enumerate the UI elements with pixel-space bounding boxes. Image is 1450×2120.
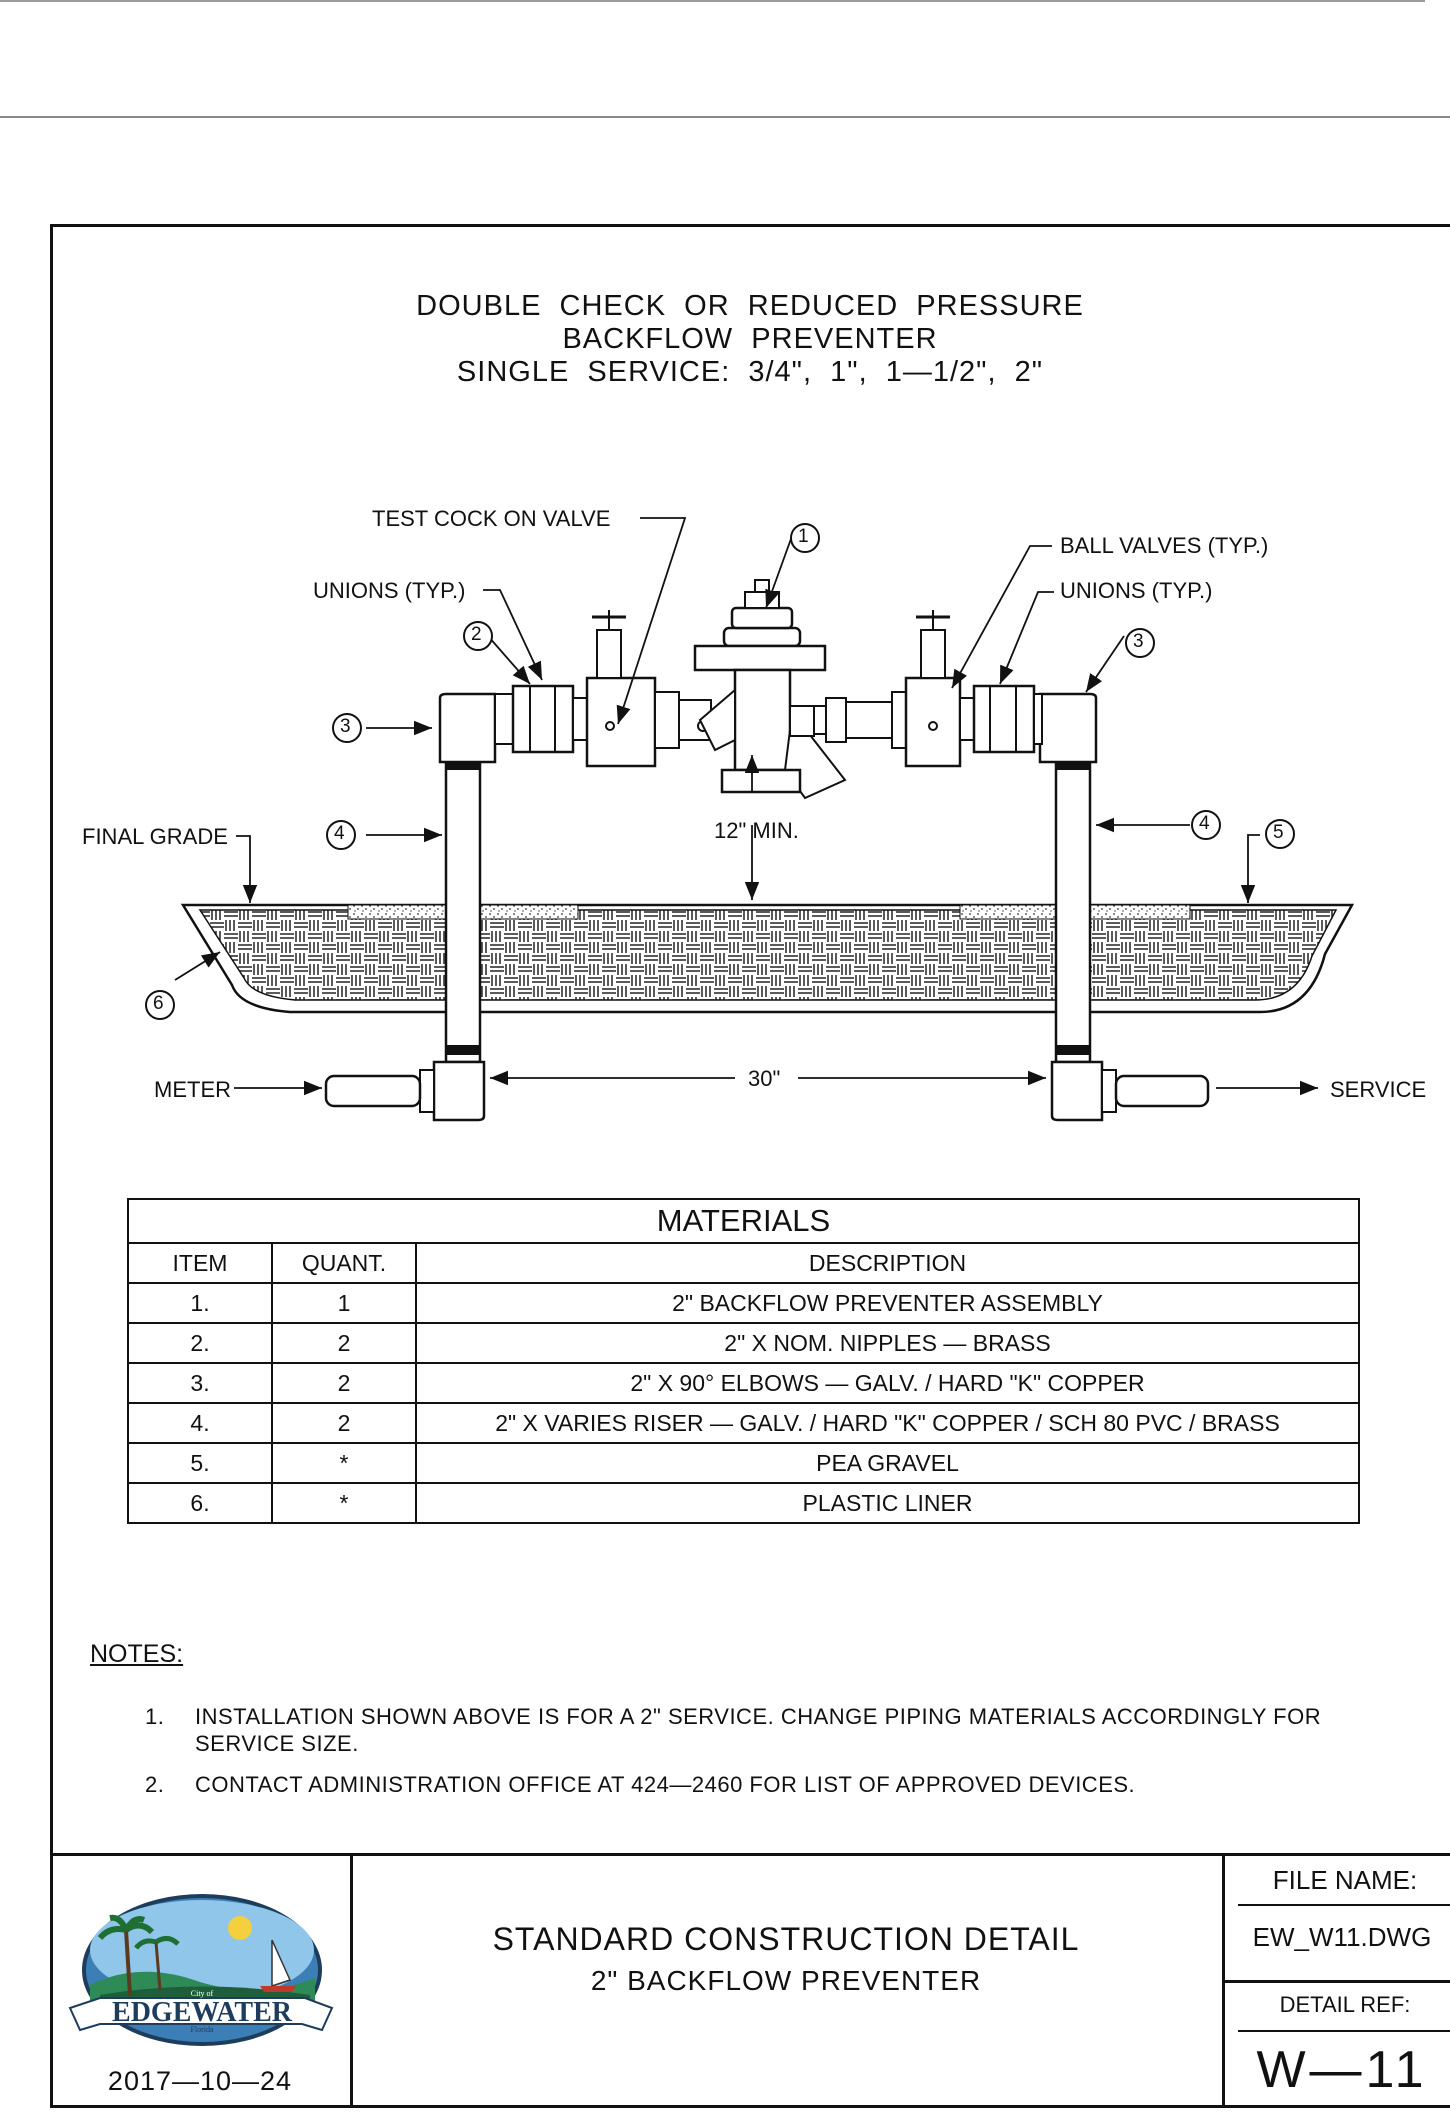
table-row: 6. * PLASTIC LINER <box>127 1482 1360 1524</box>
item-cell: 2. <box>127 1322 273 1364</box>
quantity-cell: 2 <box>271 1402 417 1444</box>
table-row: 5. * PEA GRAVEL <box>127 1442 1360 1484</box>
top-rule <box>0 0 1425 2</box>
detail-ref-underline <box>1238 2030 1450 2032</box>
meter-pipe <box>324 1074 422 1108</box>
header-rule <box>0 116 1450 118</box>
materials-caption: MATERIALS <box>127 1198 1360 1244</box>
quantity-cell: * <box>271 1482 417 1524</box>
drawing-sheet-border <box>50 224 1450 2108</box>
city-of-edgewater-logo: EDGEWATER City of Florida <box>68 1894 334 2046</box>
title-block-title: STANDARD CONSTRUCTION DETAIL 2" BACKFLOW… <box>352 1918 1220 2002</box>
right-union <box>972 684 1036 754</box>
label-meter: METER <box>154 1077 231 1102</box>
balloon-5: 5 <box>1273 822 1284 843</box>
left-bottom-elbow <box>432 1060 486 1122</box>
header-quantity: QUANT. <box>271 1242 417 1284</box>
left-union <box>511 684 575 754</box>
table-row: 3. 2 2" X 90° ELBOWS — GALV. / HARD "K" … <box>127 1362 1360 1404</box>
note-text: INSTALLATION SHOWN ABOVE IS FOR A 2" SER… <box>195 1704 1322 1756</box>
drawing-title: DOUBLE CHECK OR REDUCED PRESSURE BACKFLO… <box>300 290 1200 389</box>
header-item: ITEM <box>127 1242 273 1284</box>
description-cell: 2" X NOM. NIPPLES — BRASS <box>415 1322 1360 1364</box>
title-block-top-border <box>50 1853 1450 1856</box>
note-number: 1. <box>145 1704 165 1729</box>
right-top-elbow <box>1038 692 1098 764</box>
file-name-value: EW_W11.DWG <box>1252 1922 1432 1952</box>
title-block-line-1: STANDARD CONSTRUCTION DETAIL <box>492 1921 1080 1957</box>
logo-florida: Florida <box>190 2025 214 2034</box>
table-row: 2. 2 2" X NOM. NIPPLES — BRASS <box>127 1322 1360 1364</box>
service-pipe <box>1114 1074 1210 1108</box>
item-cell: 5. <box>127 1442 273 1484</box>
title-block-divider-left <box>350 1853 353 2107</box>
notes-heading: NOTES: <box>90 1640 184 1668</box>
left-top-elbow <box>438 692 497 764</box>
title-block-divider-mid <box>1222 1980 1450 1983</box>
description-cell: 2" BACKFLOW PREVENTER ASSEMBLY <box>415 1282 1360 1324</box>
file-name-label: FILE NAME: <box>1272 1865 1418 1895</box>
detail-ref-label: DETAIL REF: <box>1279 1992 1411 2017</box>
label-unions-left: UNIONS (TYP.) <box>313 578 466 603</box>
label-unions-right: UNIONS (TYP.) <box>1060 578 1213 603</box>
label-service: SERVICE <box>1330 1077 1427 1102</box>
left-riser <box>444 760 482 1064</box>
balloon-3-left: 3 <box>340 716 351 737</box>
label-test-cock: TEST COCK ON VALVE <box>372 506 611 531</box>
quantity-cell: 1 <box>271 1282 417 1324</box>
title-line-2: BACKFLOW PREVENTER <box>562 323 938 355</box>
item-cell: 3. <box>127 1362 273 1404</box>
right-bottom-elbow <box>1050 1060 1104 1122</box>
note-text: CONTACT ADMINISTRATION OFFICE AT 424—246… <box>195 1772 1136 1797</box>
description-cell: PLASTIC LINER <box>415 1482 1360 1524</box>
balloon-1: 1 <box>798 526 809 547</box>
logo-wordmark: EDGEWATER <box>112 1997 293 2028</box>
title-line-3: SINGLE SERVICE: 3/4", 1", 1—1/2", 2" <box>456 356 1044 388</box>
label-final-grade: FINAL GRADE <box>82 824 228 849</box>
balloon-2: 2 <box>471 624 482 645</box>
description-cell: PEA GRAVEL <box>415 1442 1360 1484</box>
label-min-height: 12" MIN. <box>714 818 799 843</box>
label-span-30in: 30" <box>746 1066 783 1092</box>
balloon-4-right: 4 <box>1199 813 1210 834</box>
table-row: 4. 2 2" X VARIES RISER — GALV. / HARD "K… <box>127 1402 1360 1444</box>
logo-city-of: City of <box>191 1989 214 1998</box>
title-block-line-2: 2" BACKFLOW PREVENTER <box>590 1965 982 1996</box>
table-row: 1. 1 2" BACKFLOW PREVENTER ASSEMBLY <box>127 1282 1360 1324</box>
title-line-1: DOUBLE CHECK OR REDUCED PRESSURE <box>416 290 1084 322</box>
backflow-preventer-assembly <box>693 579 847 800</box>
quantity-cell: 2 <box>271 1362 417 1404</box>
right-riser <box>1054 760 1092 1064</box>
item-cell: 4. <box>127 1402 273 1444</box>
balloon-6: 6 <box>153 993 164 1014</box>
description-cell: 2" X VARIES RISER — GALV. / HARD "K" COP… <box>415 1402 1360 1444</box>
left-ball-valve <box>585 676 657 768</box>
backflow-preventer-diagram <box>145 517 1355 1122</box>
balloon-4-left: 4 <box>334 823 345 844</box>
description-cell: 2" X 90° ELBOWS — GALV. / HARD "K" COPPE… <box>415 1362 1360 1404</box>
balloon-3-right: 3 <box>1133 631 1144 652</box>
item-cell: 1. <box>127 1282 273 1324</box>
quantity-cell: 2 <box>271 1322 417 1364</box>
detail-ref-value: W—11 <box>1256 2041 1428 2099</box>
drawing-date: 2017—10—24 <box>107 2066 293 2096</box>
materials-table: MATERIALS ITEM QUANT. DESCRIPTION 1. 1 2… <box>127 1198 1360 1524</box>
label-ball-valves: BALL VALVES (TYP.) <box>1060 533 1269 558</box>
quantity-cell: * <box>271 1442 417 1484</box>
note-number: 2. <box>145 1772 165 1797</box>
note-item: 2. CONTACT ADMINISTRATION OFFICE AT 424—2… <box>145 1771 1355 1798</box>
item-cell: 6. <box>127 1482 273 1524</box>
header-description: DESCRIPTION <box>415 1242 1360 1284</box>
file-name-underline <box>1238 1904 1450 1906</box>
note-item: 1. INSTALLATION SHOWN ABOVE IS FOR A 2" S… <box>145 1703 1355 1757</box>
